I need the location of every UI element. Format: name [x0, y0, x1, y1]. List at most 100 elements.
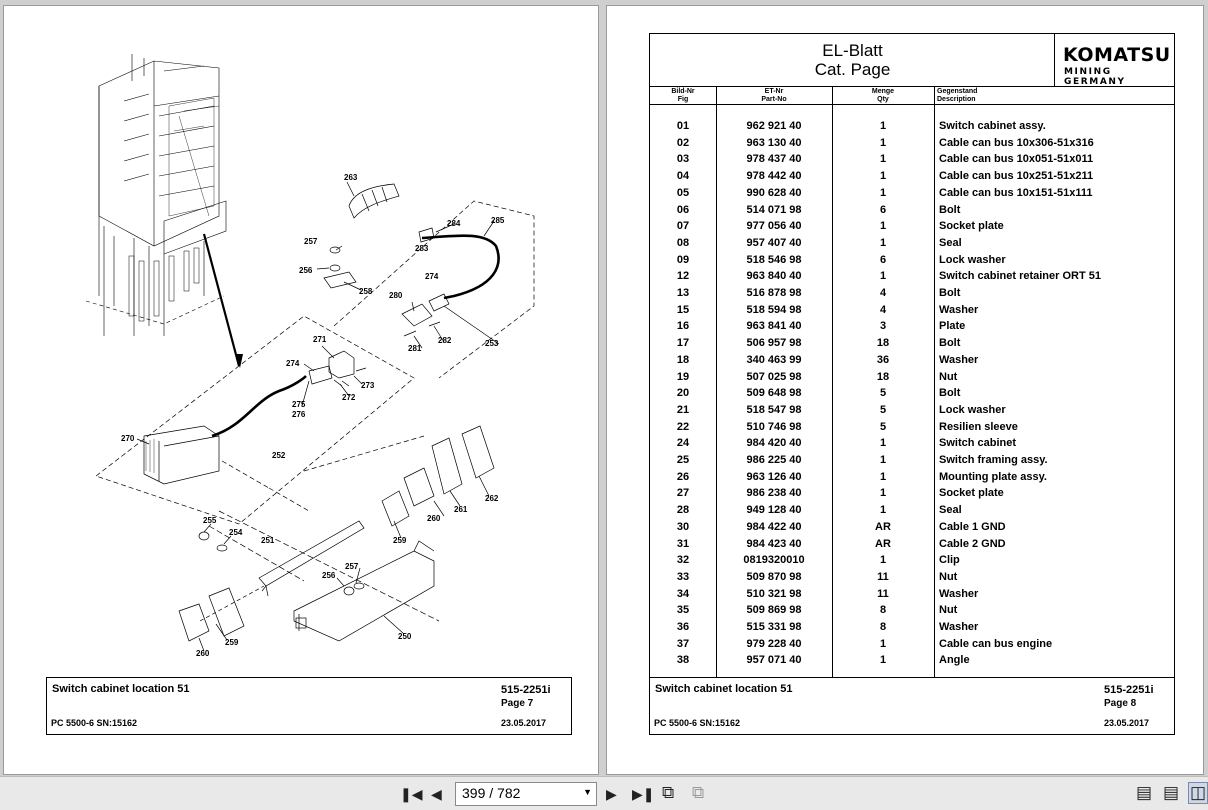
- fig-cell: 08: [676, 236, 690, 249]
- box-270: [143, 425, 220, 485]
- fig-cell: 06: [676, 203, 690, 216]
- description-cell: Bolt: [939, 287, 961, 299]
- part-number-cell: 984 422 40: [746, 520, 802, 533]
- fig-cell: 38: [676, 654, 690, 667]
- part-number-cell: 984 420 40: [746, 437, 802, 450]
- callout: 259: [225, 638, 239, 647]
- drawing-title: Switch cabinet location 51: [52, 683, 190, 695]
- description-cell: Cable 2 GND: [939, 537, 1006, 550]
- part-number-cell: 963 841 40: [746, 320, 802, 333]
- callout: 253: [485, 339, 499, 348]
- part-number-cell: 986 238 40: [746, 487, 802, 500]
- description-cell: Cable can bus 10x151-51x111: [939, 186, 1093, 199]
- callout: 261: [454, 505, 468, 514]
- callout: 275: [292, 400, 306, 409]
- description-cell: Nut: [939, 370, 958, 383]
- previous-page-icon[interactable]: ◀: [431, 786, 442, 802]
- part-number-cell: 509 869 98: [746, 604, 802, 617]
- part-number-cell: 962 921 40: [746, 120, 802, 132]
- part-number-cell: 977 056 40: [746, 220, 802, 233]
- quantity-cell: 11: [877, 570, 889, 583]
- description-cell: Switch framing assy.: [939, 454, 1048, 466]
- page-number: Page 7: [501, 698, 534, 709]
- single-page-view-icon[interactable]: ▤: [1136, 783, 1153, 802]
- fig-cell: 31: [676, 537, 690, 550]
- page-8: EL-Blatt Cat. Page KOMATSU MINING GERMAN…: [606, 5, 1204, 775]
- fig-cell: 24: [676, 437, 690, 450]
- quantity-cell: 1: [879, 170, 887, 183]
- description-cell: Cable can bus 10x051-51x011: [939, 153, 1094, 166]
- part-number-cell: 506 957 98: [746, 337, 802, 350]
- part-number-cell: 515 331 98: [746, 621, 802, 633]
- description-cell: Switch cabinet assy.: [939, 120, 1046, 132]
- quantity-cell: AR: [875, 520, 891, 533]
- callout: 283: [415, 244, 429, 253]
- callout: 274: [425, 272, 439, 281]
- description-cell: Angle: [939, 654, 970, 667]
- description-cell: Mounting plate assy.: [939, 470, 1047, 483]
- page-indicator[interactable]: 399 / 782: [462, 785, 521, 801]
- part-number-cell: 514 071 98: [746, 203, 802, 216]
- document-viewport[interactable]: 263 257 256 258 284 285 283 274 280 282 …: [0, 0, 1208, 776]
- callout: 276: [292, 410, 306, 419]
- chevron-down-icon[interactable]: ▼: [583, 787, 592, 797]
- cabinet-drawing: [85, 54, 227, 336]
- part-number-cell: 516 878 98: [746, 287, 802, 299]
- description-cell: Cable can bus 10x251-51x211: [939, 170, 1094, 183]
- quantity-cell: 1: [879, 120, 887, 132]
- fig-cell: 26: [676, 470, 690, 483]
- callout: 285: [491, 216, 505, 225]
- callout: 280: [389, 291, 403, 300]
- fig-cell: 07: [676, 220, 690, 233]
- machine-model: PC 5500-6 SN:15162: [654, 718, 741, 728]
- next-page-icon[interactable]: ▶: [606, 786, 617, 802]
- fig-cell: 09: [676, 253, 690, 266]
- quantity-cell: 8: [879, 604, 887, 617]
- part-number-cell: 509 648 98: [746, 387, 802, 400]
- quantity-cell: 1: [879, 504, 887, 517]
- page-number-box[interactable]: 399 / 782 ▼: [455, 782, 597, 806]
- callout: 270: [121, 434, 135, 443]
- part-number-cell: 978 437 40: [746, 153, 802, 166]
- fig-cell: 25: [676, 454, 690, 466]
- callout: 258: [359, 287, 373, 296]
- description-cell: Cable 1 GND: [939, 520, 1006, 533]
- fig-cell: 34: [676, 587, 690, 600]
- description-cell: Clip: [939, 554, 960, 567]
- first-page-icon[interactable]: ❚◀: [400, 786, 423, 802]
- title-block: Switch cabinet location 51 515-2251i Pag…: [46, 677, 572, 735]
- callout: 251: [261, 536, 275, 545]
- description-cell: Seal: [939, 236, 962, 249]
- drawing-code: 515-2251i: [501, 684, 551, 696]
- quantity-cell: 1: [879, 270, 887, 283]
- back-view-icon[interactable]: ⧉: [662, 783, 675, 802]
- last-page-icon[interactable]: ▶❚: [632, 786, 655, 802]
- description-cell: Washer: [939, 353, 979, 366]
- part-number-cell: 949 128 40: [746, 504, 802, 517]
- description-cell: Switch cabinet retainer ORT 51: [939, 270, 1101, 283]
- callout: 260: [196, 649, 210, 658]
- forward-view-icon[interactable]: ⧉: [692, 783, 705, 802]
- drawing-code: 515-2251i: [1104, 684, 1154, 696]
- komatsu-logo: KOMATSU MINING GERMANY: [1054, 34, 1174, 87]
- two-page-view-icon[interactable]: ◫: [1188, 782, 1208, 804]
- part-number-cell: 986 225 40: [746, 454, 802, 466]
- description-cell: Washer: [939, 303, 979, 316]
- fig-cell: 28: [676, 504, 690, 517]
- continuous-view-icon[interactable]: ▤: [1163, 783, 1180, 802]
- callout: 271: [313, 335, 327, 344]
